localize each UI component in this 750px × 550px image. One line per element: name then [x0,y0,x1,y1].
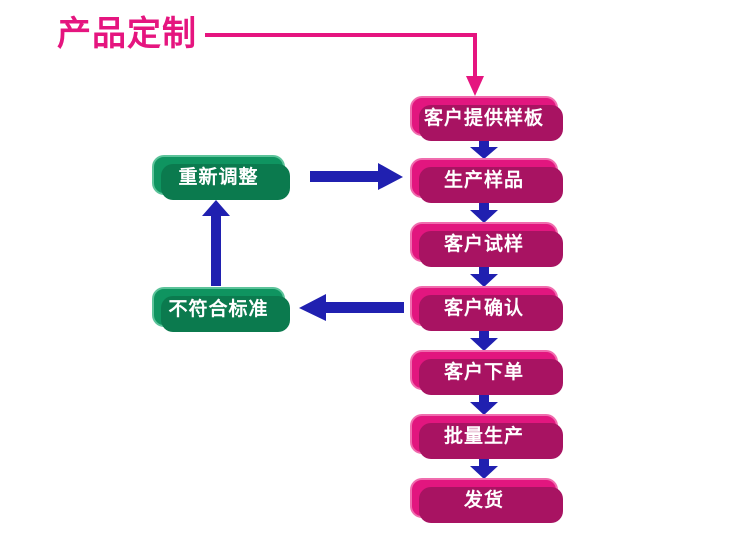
node-not-meet-standard[interactable]: 不符合标准 [152,287,290,332]
node-label: 客户试样 [443,232,524,255]
arrow-down-n4-n5 [468,326,500,352]
node-label: 发货 [463,488,504,511]
node-label: 生产样品 [443,168,524,191]
node-shadow [161,296,290,332]
arrow-down-n6-n7 [468,454,500,480]
node-customer-confirm[interactable]: 客户确认 [410,286,563,331]
node-label: 批量生产 [443,424,524,447]
node-shadow [419,359,563,395]
arrow-down-n5-n6 [468,390,500,416]
node-label: 不符合标准 [168,297,269,320]
node-label: 客户确认 [443,296,524,319]
node-shadow [419,231,563,267]
node-readjust[interactable]: 重新调整 [152,155,290,200]
node-label: 客户提供样板 [423,106,544,129]
node-shadow [419,167,563,203]
node-shadow [419,105,563,141]
arrow-down-n1-n2 [468,136,500,160]
node-shadow [419,295,563,331]
node-shadow [419,487,563,523]
node-customer-trial[interactable]: 客户试样 [410,222,563,267]
title-connector-arrow [205,30,495,100]
arrow-left-confirm-to-not-meet [298,294,404,322]
node-shadow [161,164,290,200]
node-customer-provides-sample[interactable]: 客户提供样板 [410,96,563,141]
page-title: 产品定制 [57,14,197,54]
node-customer-order[interactable]: 客户下单 [410,350,563,395]
arrow-up-not-meet-to-readjust [200,200,232,286]
node-produce-sample[interactable]: 生产样品 [410,158,563,203]
node-mass-production[interactable]: 批量生产 [410,414,563,459]
node-shipping[interactable]: 发货 [410,478,563,523]
arrow-down-n2-n3 [468,198,500,224]
arrow-right-readjust-to-produce [310,163,404,191]
node-shadow [419,423,563,459]
arrow-down-n3-n4 [468,262,500,288]
node-label: 重新调整 [178,165,259,188]
node-label: 客户下单 [443,360,524,383]
